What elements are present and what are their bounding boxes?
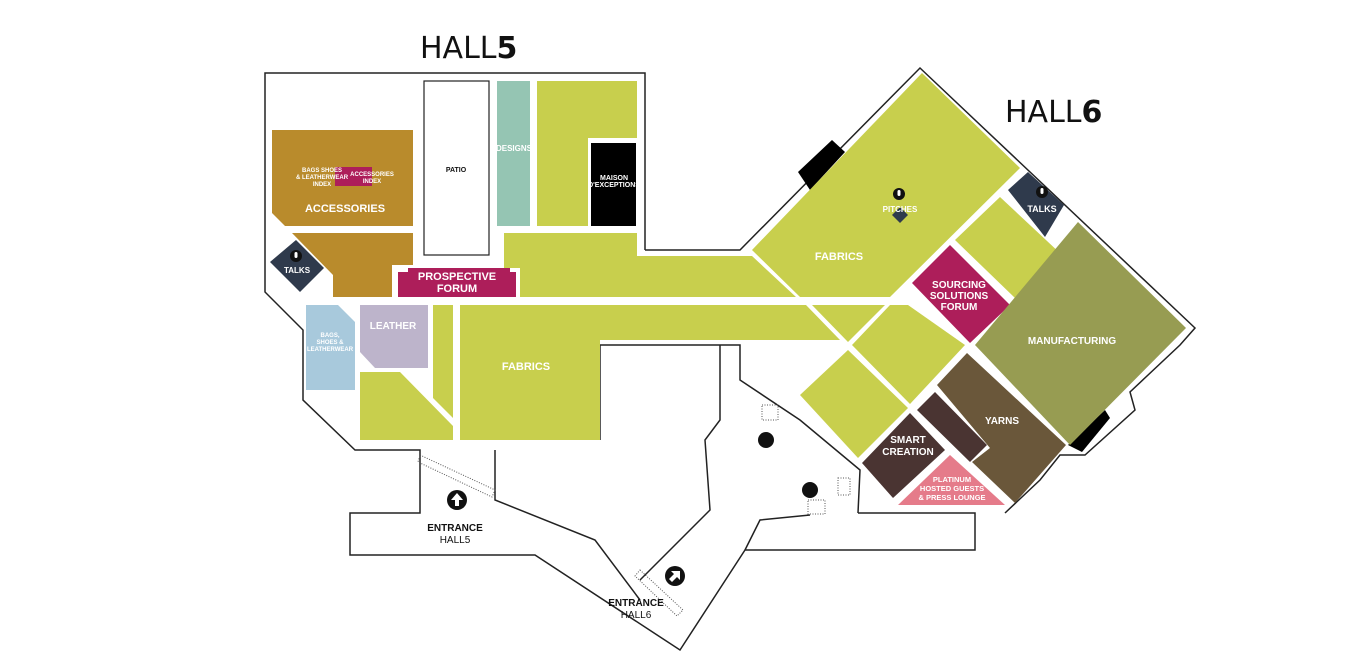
talks-label: TALKS (284, 266, 311, 275)
zone-dark-strip[interactable] (917, 392, 987, 462)
talks-label: TALKS (1027, 204, 1056, 214)
service-block (798, 140, 845, 190)
zone-fabrics-hall6[interactable]: FABRICS (752, 73, 1020, 297)
hall6-title: HALL6 (1005, 95, 1102, 130)
zone-corridor[interactable] (504, 233, 796, 297)
leather-label: LEATHER (370, 321, 417, 332)
bags-label: BAGS,SHOES &LEATHERWEAR (307, 333, 354, 353)
zone-yarns[interactable]: YARNS (937, 353, 1066, 503)
zone-designs[interactable]: DESIGNS (496, 81, 533, 226)
hall5-title: HALL5 (420, 31, 517, 66)
fabrics-hall6-label: FABRICS (815, 251, 863, 263)
stairs (761, 404, 779, 421)
stairs-hall6 (634, 569, 684, 617)
zone-lime[interactable] (852, 305, 965, 404)
zone-lime[interactable] (433, 305, 453, 418)
zone-fabrics-hall5[interactable]: FABRICS (460, 305, 840, 440)
escalator-icon (758, 432, 774, 448)
pitches-label: PITCHES (883, 205, 918, 214)
zone-lime[interactable] (800, 350, 908, 458)
interior-wall (599, 344, 861, 514)
index-highlight (335, 167, 372, 186)
designs-label: DESIGNS (496, 144, 533, 153)
patio-label: PATIO (446, 167, 467, 174)
zone-lime-top[interactable] (537, 81, 637, 226)
stairs (837, 477, 851, 496)
escalator-icon (802, 482, 818, 498)
yarns-label: YARNS (985, 416, 1019, 427)
zone-patio[interactable]: PATIO (423, 80, 490, 256)
stairs-hall5 (417, 454, 496, 498)
accessories-label: ACCESSORIES (305, 203, 385, 215)
zone-lime[interactable] (955, 197, 1062, 298)
zone-talks-hall6[interactable]: TALKS (1008, 172, 1064, 237)
zone-manufacturing[interactable]: MANUFACTURING (975, 222, 1186, 445)
zone-pitches[interactable]: PITCHES (883, 188, 918, 223)
manufacturing-label: MANUFACTURING (1028, 336, 1117, 347)
fabrics-hall5-label: FABRICS (502, 361, 550, 373)
building-outline (264, 72, 976, 652)
service-block (1068, 410, 1110, 452)
stairs (807, 499, 826, 515)
interior-wall (494, 450, 641, 601)
zone-lime[interactable] (812, 305, 885, 342)
zone-lime[interactable] (360, 372, 453, 440)
building-outline-hall6 (645, 66, 1197, 514)
interior-wall (744, 514, 811, 551)
zone-leather[interactable]: LEATHER (360, 305, 428, 368)
zone-bags-shoes-leatherwear[interactable]: BAGS,SHOES &LEATHERWEAR (306, 305, 355, 390)
interior-wall (639, 345, 721, 581)
zone-talks-hall5[interactable]: TALKS (270, 240, 324, 292)
